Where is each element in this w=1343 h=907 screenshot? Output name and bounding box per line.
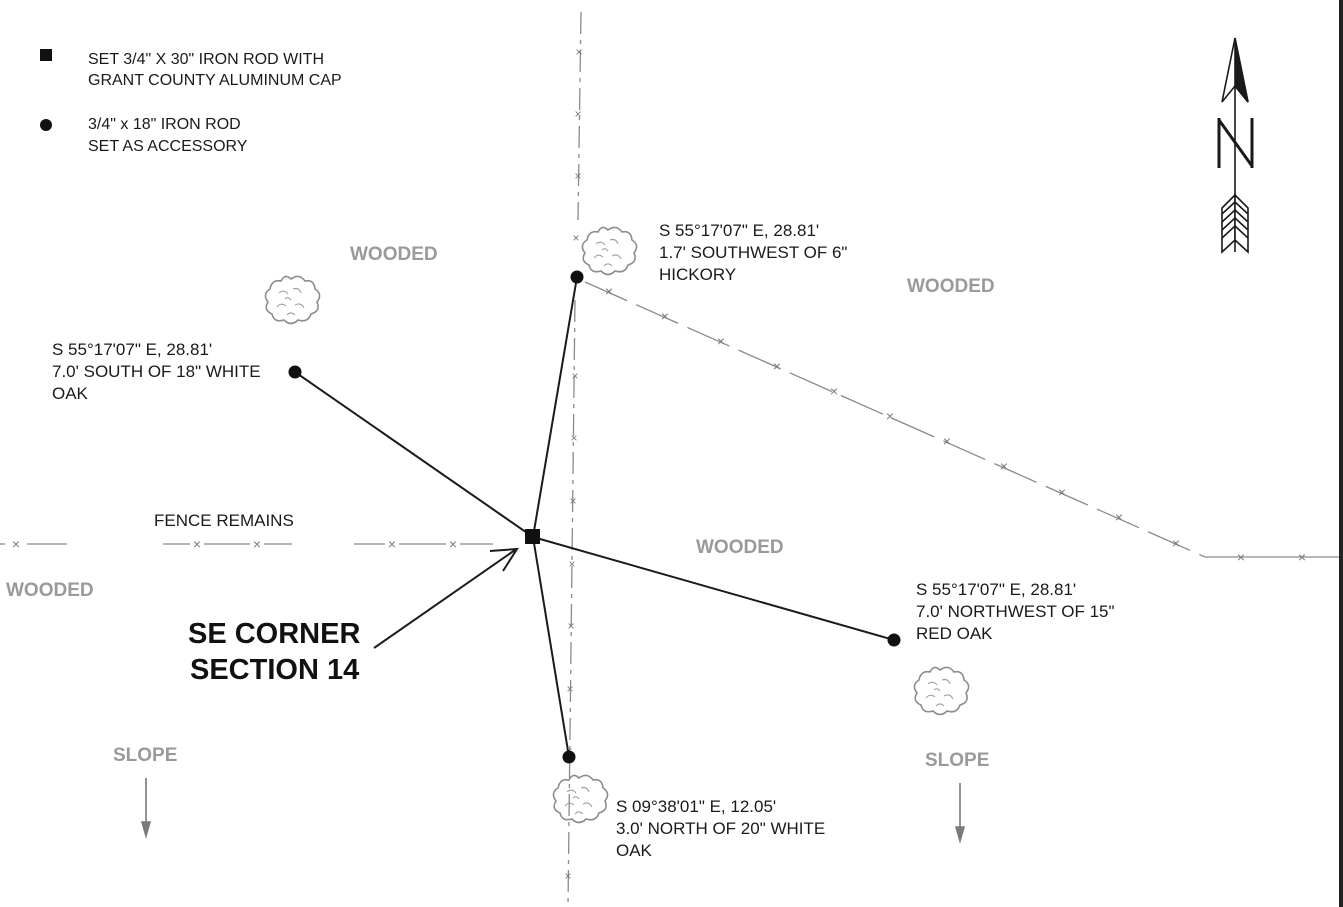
- svg-text:×: ×: [886, 408, 894, 424]
- witness-west-line1: S 55°17'07" E, 28.81': [52, 340, 213, 359]
- legend-square-icon: [40, 49, 52, 61]
- witness-west-line2: 7.0' SOUTH OF 18" WHITE: [52, 362, 261, 381]
- legend-item2-line1: 3/4" x 18" IRON ROD: [88, 116, 241, 133]
- witness-north-line3: HICKORY: [659, 265, 737, 284]
- fence-vertical: [567, 11, 582, 907]
- slope-arrow-icon: [954, 783, 966, 844]
- witness-east-line3: RED OAK: [916, 624, 993, 643]
- witness-south-line3: OAK: [616, 841, 652, 860]
- tree-icon: [913, 666, 970, 716]
- svg-text:×: ×: [564, 869, 571, 883]
- svg-text:×: ×: [773, 358, 781, 374]
- svg-text:×: ×: [1237, 549, 1245, 565]
- fence-remains-label: FENCE REMAINS: [154, 511, 294, 530]
- witness-north-line2: 1.7' SOUTHWEST OF 6": [659, 243, 848, 262]
- legend-item1-line2: GRANT COUNTY ALUMINUM CAP: [88, 72, 342, 89]
- area-label-slope: SLOPE: [925, 750, 990, 771]
- area-label-wooded: WOODED: [6, 580, 94, 601]
- witness-east-line2: 7.0' NORTHWEST OF 15": [916, 602, 1115, 621]
- svg-text:×: ×: [717, 333, 725, 349]
- svg-text:×: ×: [569, 494, 576, 508]
- north-arrow-icon: [1217, 37, 1254, 254]
- svg-text:×: ×: [572, 231, 579, 245]
- area-label-slope: SLOPE: [113, 745, 178, 766]
- svg-text:×: ×: [1172, 535, 1180, 551]
- corner-leader-arrow: [373, 547, 519, 649]
- witness-south-line2: 3.0' NORTH OF 20" WHITE: [616, 819, 826, 838]
- tree-icon: [552, 774, 609, 824]
- svg-text:×: ×: [567, 619, 574, 633]
- iron-rod-dot-icon: [887, 633, 901, 647]
- svg-text:×: ×: [1115, 509, 1123, 525]
- witness-east-line1: S 55°17'07" E, 28.81': [916, 580, 1077, 599]
- svg-text:×: ×: [193, 536, 201, 552]
- svg-text:×: ×: [661, 308, 669, 324]
- tree-icon: [581, 226, 638, 276]
- svg-text:×: ×: [566, 682, 573, 696]
- svg-text:×: ×: [830, 383, 838, 399]
- svg-text:×: ×: [574, 169, 581, 183]
- witness-north-line1: S 55°17'07" E, 28.81': [659, 221, 820, 240]
- svg-text:×: ×: [1058, 484, 1066, 500]
- svg-text:×: ×: [574, 107, 581, 121]
- legend-item1-line1: SET 3/4" X 30" IRON ROD WITH: [88, 51, 324, 68]
- fence-remains-x-marks: × × × × ×: [12, 536, 457, 552]
- corner-label-line1: SE CORNER: [188, 618, 361, 650]
- area-label-wooded: WOODED: [696, 537, 784, 558]
- sheet-border: [1339, 0, 1343, 907]
- corner-label-line2: SECTION 14: [190, 654, 360, 686]
- svg-text:×: ×: [449, 536, 457, 552]
- svg-text:×: ×: [253, 536, 261, 552]
- slope-arrow-icon: [140, 778, 152, 839]
- witness-west-line3: OAK: [52, 384, 88, 403]
- fence-diagonal: [584, 281, 1343, 558]
- iron-rod-dot-icon: [570, 270, 584, 284]
- svg-text:×: ×: [605, 283, 613, 299]
- area-label-wooded: WOODED: [350, 244, 438, 265]
- iron-rod-dot-icon: [562, 750, 576, 764]
- svg-text:×: ×: [943, 433, 951, 449]
- svg-text:×: ×: [1298, 549, 1306, 565]
- svg-text:×: ×: [568, 557, 575, 571]
- area-label-wooded: WOODED: [907, 276, 995, 297]
- svg-text:×: ×: [1000, 458, 1008, 474]
- tree-icon: [264, 275, 321, 325]
- svg-text:×: ×: [388, 536, 396, 552]
- fence-diagonal-x-marks: × × × × × × × × × × × × ×: [605, 283, 1306, 565]
- iron-rod-square-icon: [525, 529, 540, 544]
- witness-lines: [294, 276, 895, 758]
- svg-text:×: ×: [12, 536, 20, 552]
- witness-south-line1: S 09°38'01" E, 12.05': [616, 797, 777, 816]
- svg-text:×: ×: [575, 45, 582, 59]
- svg-text:×: ×: [571, 369, 578, 383]
- legend-item2-line2: SET AS ACCESSORY: [88, 138, 248, 155]
- svg-text:×: ×: [570, 431, 577, 445]
- iron-rod-dot-icon: [288, 365, 302, 379]
- legend-dot-icon: [40, 119, 52, 131]
